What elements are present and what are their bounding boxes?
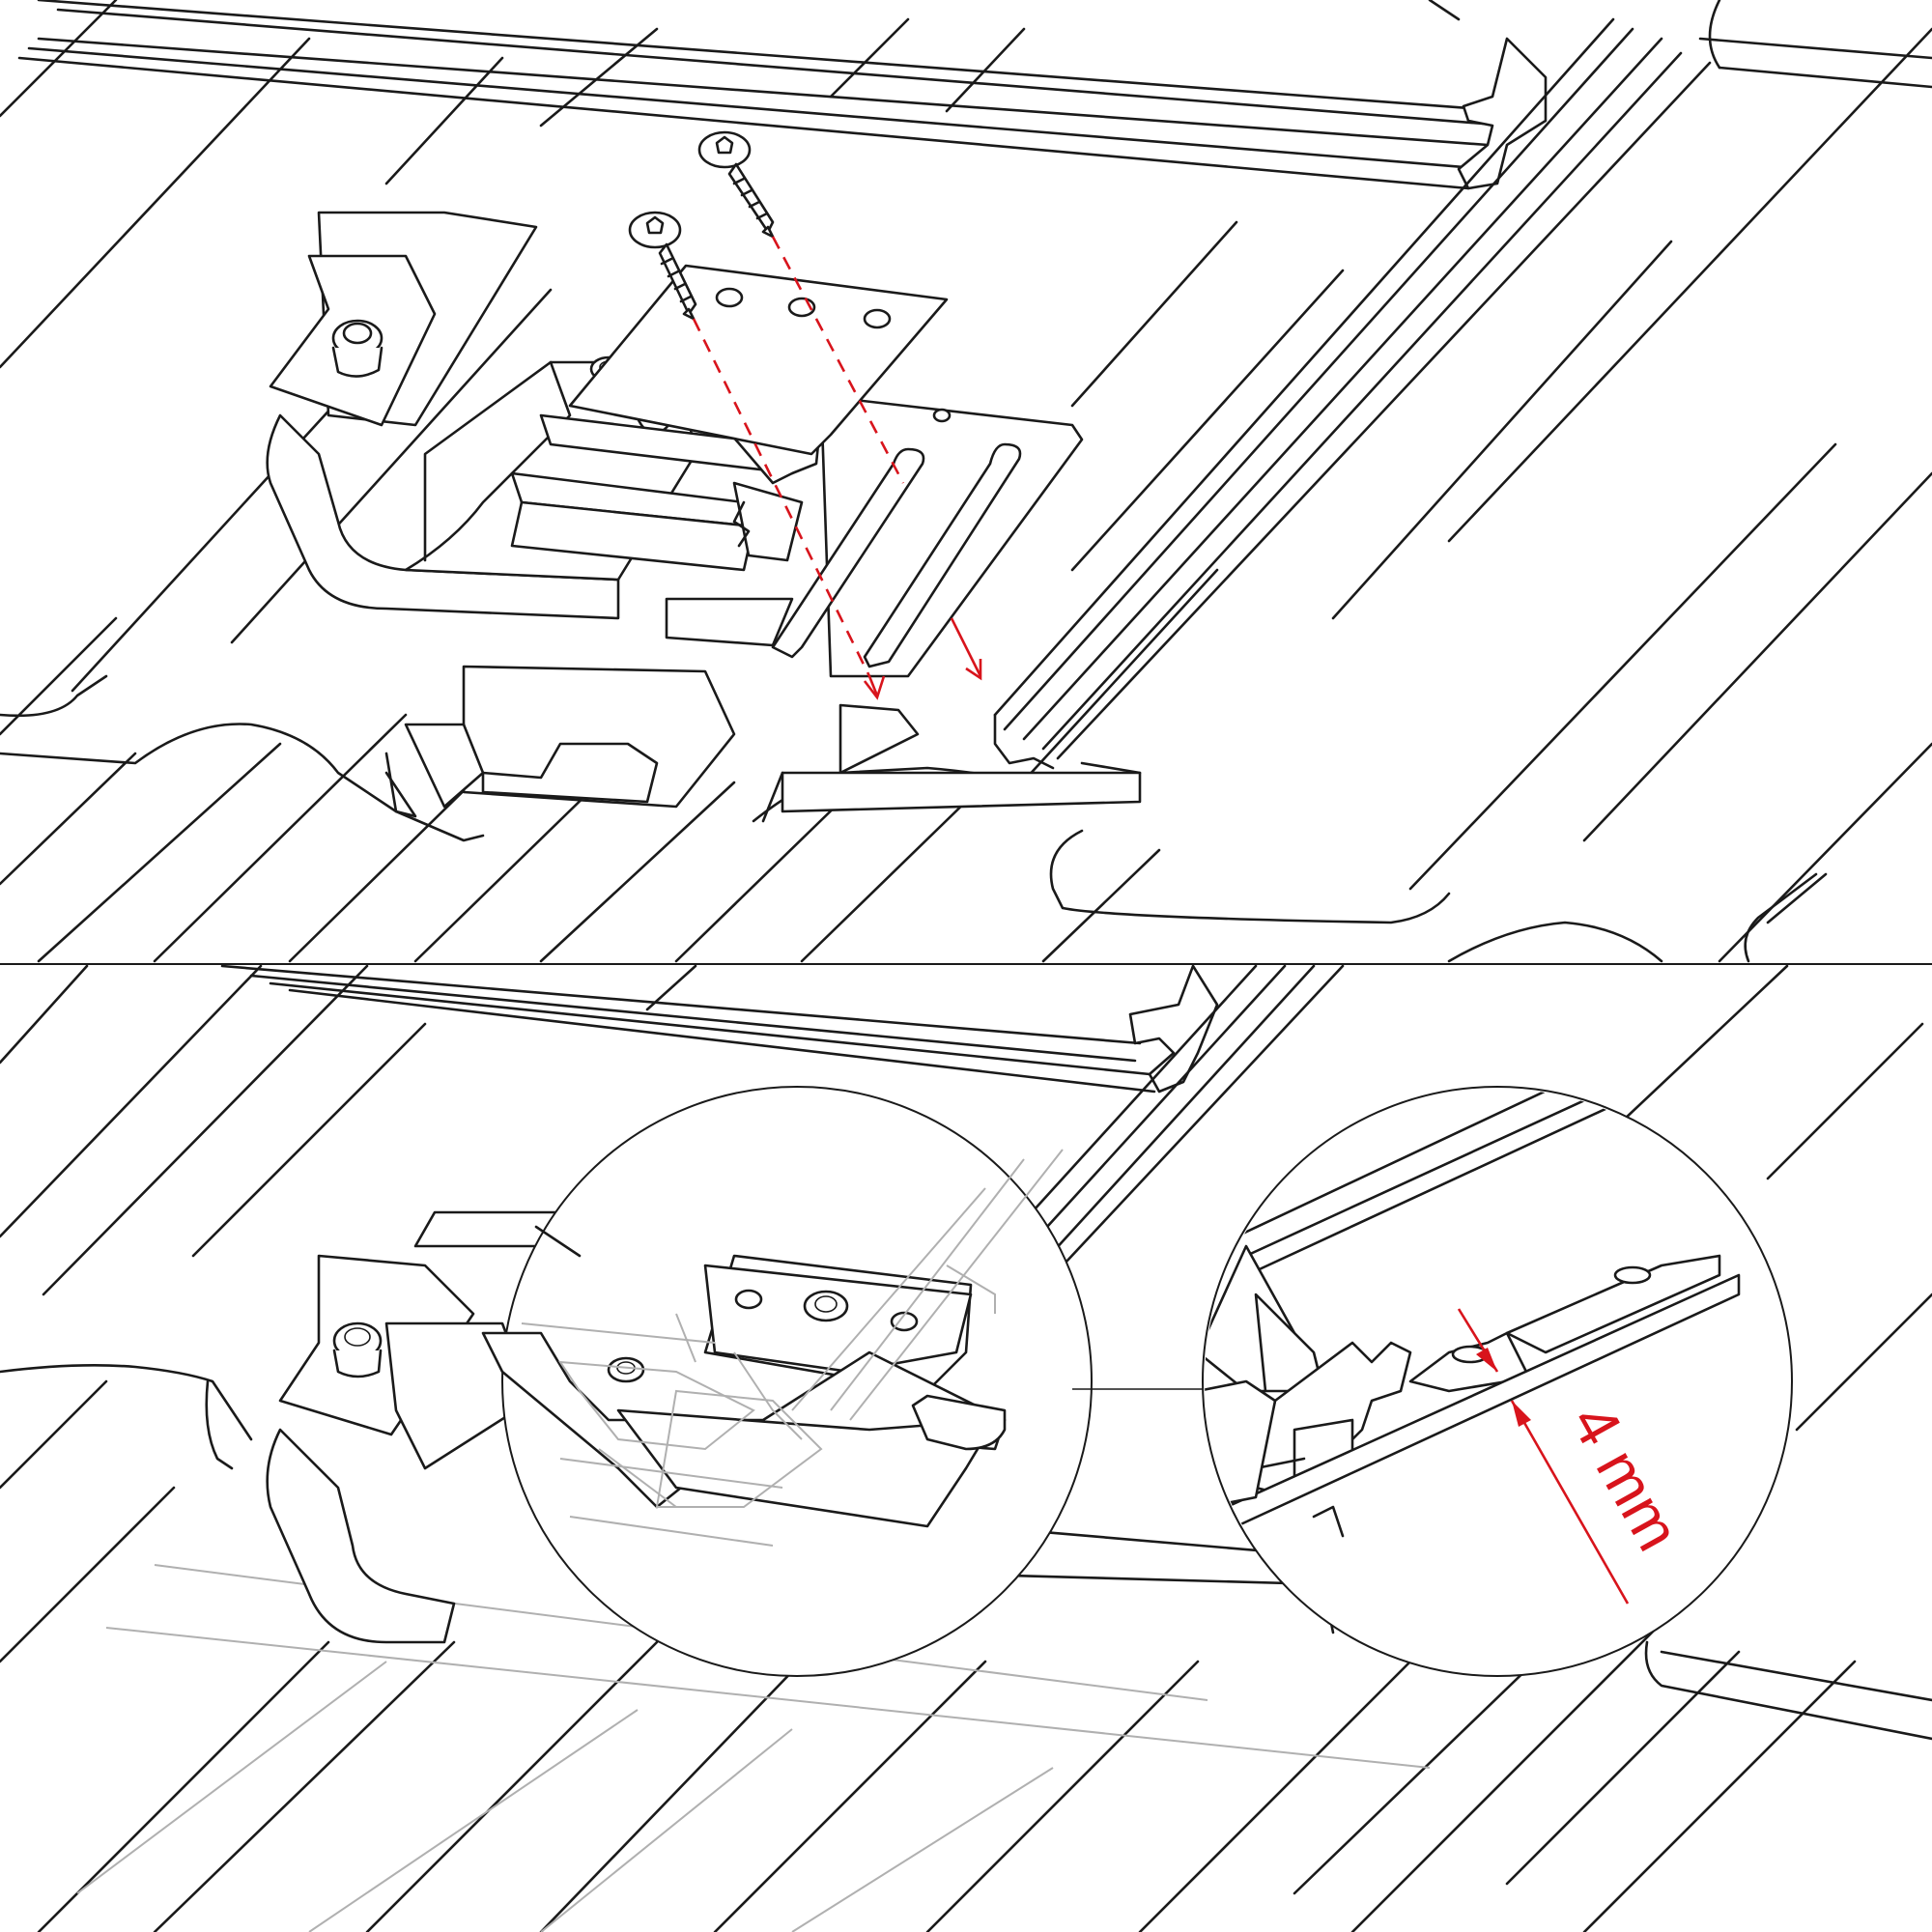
tile-profile xyxy=(0,674,1828,963)
roof-tile-lines xyxy=(0,964,1932,1932)
roof-tile-lines xyxy=(0,0,1932,963)
diagonal-rail xyxy=(993,17,1712,775)
detail-magnifier: 4 mm xyxy=(1202,1086,1793,1677)
magnifier-circle-icon xyxy=(481,1086,1093,1677)
screw-icon xyxy=(697,130,775,239)
dimension-arrow-icon xyxy=(1457,1308,1630,1605)
top-mounting-rail xyxy=(17,0,1932,190)
bottom-panel: 4 mm xyxy=(0,964,1932,1932)
alignment-guides xyxy=(692,236,982,700)
screw-icon xyxy=(628,211,697,321)
adapter-plate xyxy=(568,264,949,456)
tile-fragment xyxy=(404,665,1142,823)
top-panel xyxy=(0,0,1932,963)
slotted-base-plate xyxy=(665,394,1084,678)
top-mounting-rail xyxy=(220,964,1219,1094)
